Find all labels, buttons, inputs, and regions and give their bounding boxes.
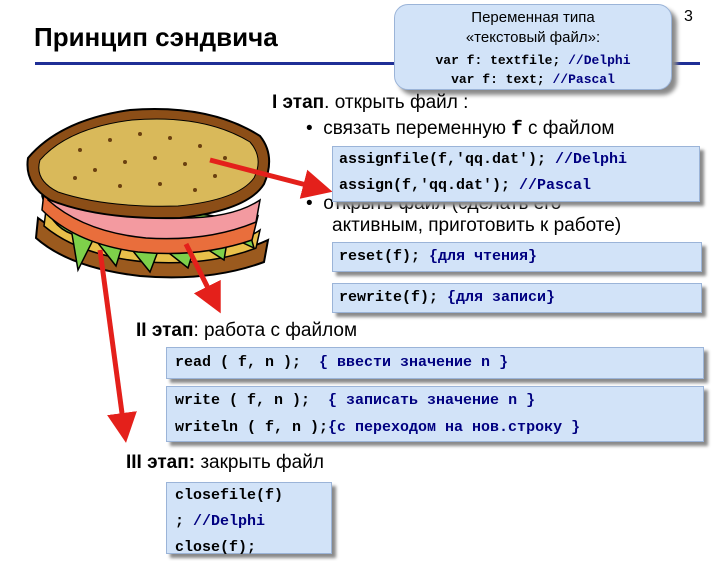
title-underline bbox=[35, 62, 700, 65]
callout-code-pascal: var f: text; //Pascal bbox=[451, 72, 615, 87]
callout-line2: «текстовый файл»: bbox=[465, 29, 601, 46]
assign-code-box: assignfile(f,'qq.dat'); //Delphi assign(… bbox=[332, 146, 700, 202]
callout-line1: Переменная типа bbox=[471, 9, 595, 26]
write-code-box: write ( f, n ); { записать значение n } … bbox=[166, 386, 704, 442]
rewrite-code-box: rewrite(f); {для записи} bbox=[332, 283, 702, 313]
arrow-stage3 bbox=[97, 249, 137, 443]
slide-number: 3 bbox=[684, 8, 693, 25]
arrow-stage2 bbox=[183, 242, 221, 314]
stage3-heading: III этап: закрыть файл bbox=[126, 452, 324, 473]
slide-title: Принцип сэндвича bbox=[34, 22, 278, 52]
stage2-heading: II этап: работа с файлом bbox=[136, 320, 358, 341]
sandwich-image bbox=[26, 108, 271, 279]
callout-code-delphi: var f: textfile; //Delphi bbox=[435, 53, 631, 68]
stage1-bullet1: • связать переменную f с файлом bbox=[306, 118, 615, 140]
close-code-box: closefile(f) ; //Delphi close(f); bbox=[166, 482, 332, 556]
stage-arrows bbox=[97, 157, 333, 443]
file-variable-callout: Переменная типа «текстовый файл»: var f:… bbox=[394, 4, 672, 90]
arrow-stage1 bbox=[209, 157, 333, 199]
read-code-box: read ( f, n ); { ввести значение n } bbox=[166, 347, 704, 379]
stage1-heading: I этап. открыть файл : bbox=[272, 92, 469, 113]
reset-code-box: reset(f); {для чтения} bbox=[332, 242, 702, 272]
